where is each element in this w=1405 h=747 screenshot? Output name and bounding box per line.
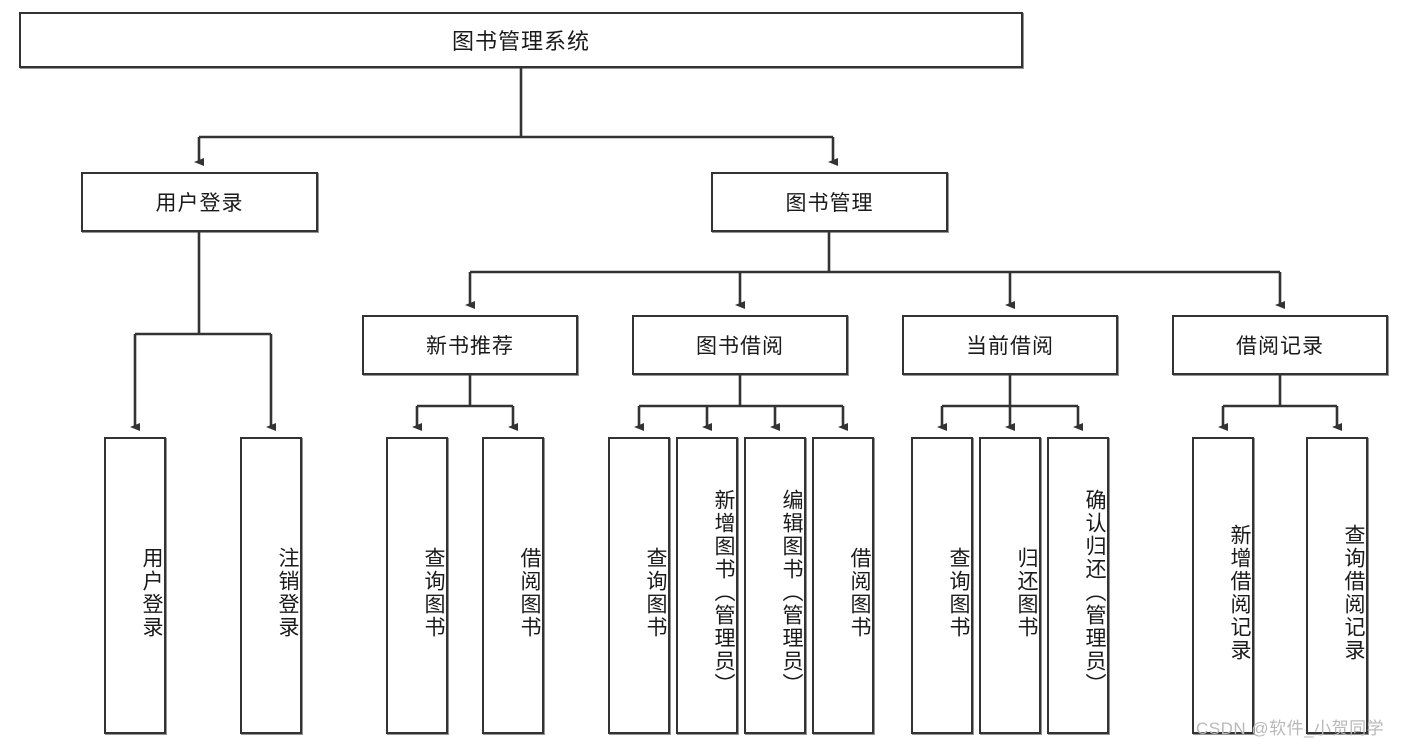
node-book-manage[interactable]: 图书管理 [711,172,948,232]
node-borrow-record[interactable]: 借阅记录 [1172,315,1388,375]
node-leaf-query-book-1[interactable]: 查询图书 [386,437,448,734]
node-leaf-confirm-return[interactable]: 确认归还（管理员） [1047,437,1109,734]
node-current-borrow[interactable]: 当前借阅 [902,315,1118,375]
node-leaf-query-book-3[interactable]: 查询图书 [911,437,973,734]
node-leaf-add-record[interactable]: 新增借阅记录 [1192,437,1254,734]
node-leaf-borrow-book-1[interactable]: 借阅图书 [482,437,544,734]
node-user-login[interactable]: 用户登录 [81,172,318,232]
node-leaf-return-book[interactable]: 归还图书 [979,437,1041,734]
node-leaf-user-logout[interactable]: 注销登录 [240,437,302,734]
node-leaf-edit-book[interactable]: 编辑图书（管理员） [744,437,806,734]
node-leaf-query-book-2[interactable]: 查询图书 [608,437,670,734]
node-book-borrow[interactable]: 图书借阅 [632,315,848,375]
node-leaf-borrow-book-2[interactable]: 借阅图书 [812,437,874,734]
node-leaf-user-login[interactable]: 用户登录 [104,437,166,734]
node-leaf-query-record[interactable]: 查询借阅记录 [1306,437,1368,734]
node-leaf-add-book[interactable]: 新增图书（管理员） [676,437,738,734]
node-root[interactable]: 图书管理系统 [19,12,1023,68]
csdn-watermark: CSDN @软件_小贺同学 [1196,719,1385,738]
node-new-book-recommend[interactable]: 新书推荐 [362,315,578,375]
